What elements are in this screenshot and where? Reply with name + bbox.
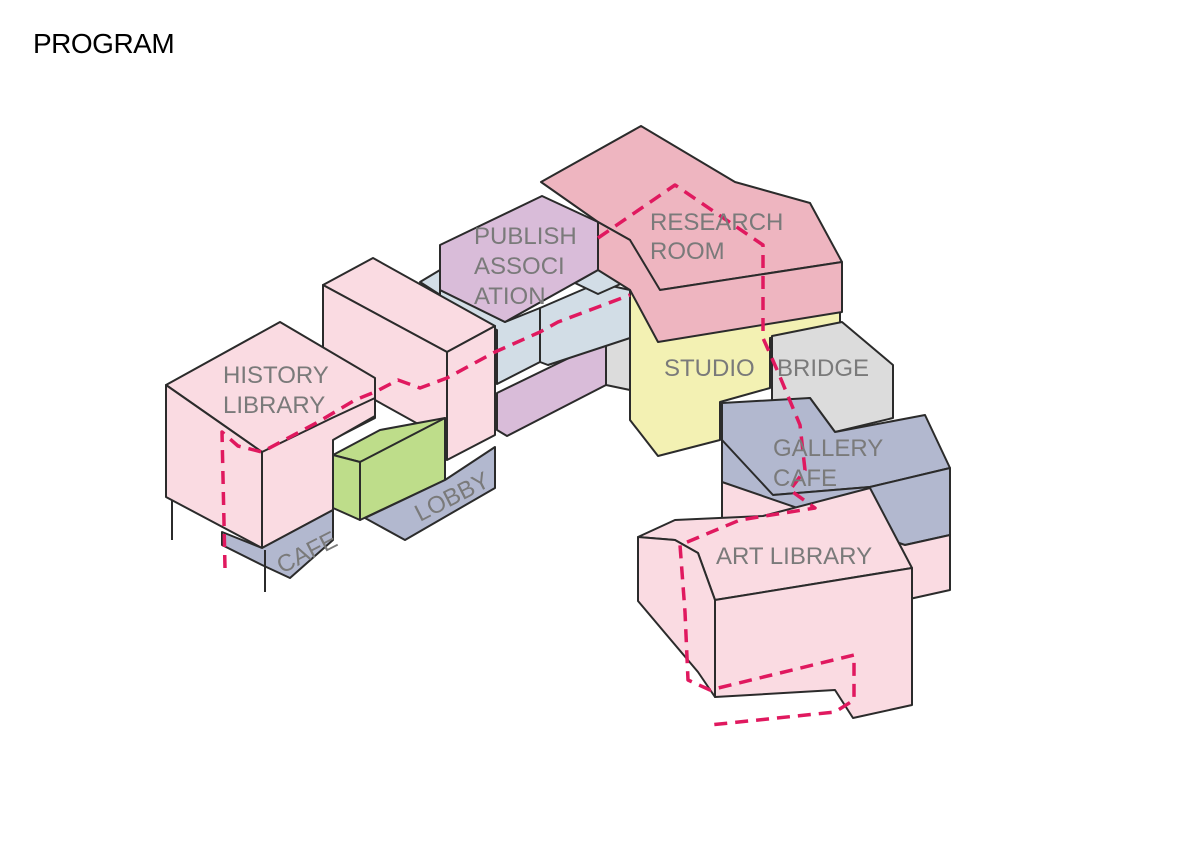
label-research-2: ROOM xyxy=(650,238,725,265)
label-history-1: HISTORY xyxy=(223,362,329,389)
lobby-front xyxy=(364,446,496,541)
green-left xyxy=(332,454,361,521)
tall-pink-block xyxy=(322,257,496,461)
page-title: PROGRAM xyxy=(33,28,175,59)
art-library-block xyxy=(637,487,913,719)
label-research-1: RESEARCH xyxy=(650,209,783,236)
label-gallery-1: GALLERY xyxy=(773,435,883,462)
label-gallery-2: CAFE xyxy=(773,465,837,492)
label-bridge: BRIDGE xyxy=(777,355,869,382)
art-front xyxy=(714,567,913,719)
circulation-route xyxy=(220,183,856,727)
research-room-block xyxy=(540,125,843,343)
label-publish-2: ASSOCI xyxy=(474,253,565,280)
label-studio: STUDIO xyxy=(664,355,755,382)
route-history xyxy=(220,293,631,569)
research-front xyxy=(597,221,843,343)
label-history-2: LIBRARY xyxy=(223,392,325,419)
label-publish-1: PUBLISH xyxy=(474,223,577,250)
label-publish-3: ATION xyxy=(474,283,546,310)
labels: HISTORY LIBRARY PUBLISH ASSOCI ATION RES… xyxy=(223,209,883,579)
cafe-under-history xyxy=(221,509,334,579)
route-research xyxy=(597,183,856,727)
history-library-block xyxy=(165,321,376,592)
label-art-library: ART LIBRARY xyxy=(716,543,872,570)
lobby-block xyxy=(364,446,496,541)
